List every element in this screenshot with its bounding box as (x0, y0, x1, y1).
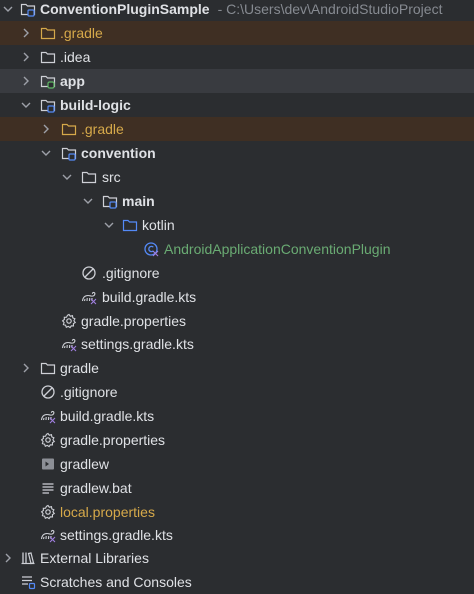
chevron-down-icon[interactable] (18, 93, 34, 117)
tree-label: settings.gradle.kts (60, 527, 173, 543)
terminal-icon (40, 456, 56, 472)
root-project-label: ConventionPluginSample - C:\Users\dev\And… (40, 0, 442, 21)
chevron-down-icon[interactable] (59, 165, 75, 189)
tree-row-plugin-class[interactable]: AndroidApplicationConventionPlugin (0, 237, 474, 261)
tree-row-convention-build-gradle[interactable]: build.gradle.kts (0, 285, 474, 309)
tree-row-build-logic-settings-gradle[interactable]: settings.gradle.kts (0, 332, 474, 356)
tree-row-root-project[interactable]: ConventionPluginSample - C:\Users\dev\And… (0, 0, 474, 21)
tree-label: local.properties (60, 504, 155, 520)
tree-row-gradlew-bat[interactable]: gradlew.bat (0, 476, 474, 500)
gear-icon (61, 313, 77, 329)
tree-row-convention[interactable]: convention (0, 141, 474, 165)
tree-label: .gitignore (102, 265, 160, 281)
tree-label: settings.gradle.kts (81, 336, 194, 352)
root-project-name: ConventionPluginSample (40, 1, 210, 17)
tree-row-root-settings-gradle[interactable]: settings.gradle.kts (0, 523, 474, 547)
module-folder-icon (40, 97, 56, 113)
tree-row-build-logic-gradle-properties[interactable]: gradle.properties (0, 309, 474, 333)
tree-label: Scratches and Consoles (40, 574, 192, 590)
text-file-icon (40, 480, 56, 496)
module-folder-icon (61, 145, 77, 161)
android-module-icon (40, 73, 56, 89)
chevron-down-icon[interactable] (38, 141, 54, 165)
gradle-icon (81, 289, 97, 305)
excluded-folder-icon (61, 121, 77, 137)
tree-row-app[interactable]: app (0, 69, 474, 93)
tree-row-root-gitignore[interactable]: .gitignore (0, 380, 474, 404)
tree-row-main[interactable]: main (0, 189, 474, 213)
chevron-right-icon[interactable] (38, 117, 54, 141)
gradle-icon (40, 527, 56, 543)
root-project-path: - C:\Users\dev\AndroidStudioProject (217, 1, 443, 17)
tree-row-gradle-folder[interactable]: gradle (0, 356, 474, 380)
chevron-right-icon[interactable] (0, 546, 16, 570)
tree-label: build-logic (60, 97, 131, 113)
gitignore-icon (81, 265, 97, 281)
tree-label: gradlew (60, 456, 110, 472)
tree-row-convention-gitignore[interactable]: .gitignore (0, 261, 474, 285)
chevron-down-icon[interactable] (0, 0, 16, 21)
libraries-icon (20, 550, 36, 566)
tree-row-src[interactable]: src (0, 165, 474, 189)
source-folder-icon (122, 217, 138, 233)
tree-label: convention (81, 145, 156, 161)
tree-label: gradle.properties (60, 432, 166, 448)
gitignore-icon (40, 384, 56, 400)
excluded-folder-icon (40, 25, 56, 41)
folder-icon (40, 49, 56, 65)
gear-icon (40, 432, 56, 448)
gradle-icon (61, 336, 77, 352)
tree-row-external-libraries[interactable]: External Libraries (0, 546, 474, 570)
tree-label: .gitignore (60, 384, 118, 400)
tree-label: gradle.properties (81, 313, 187, 329)
chevron-right-icon[interactable] (18, 21, 34, 45)
tree-label: src (102, 169, 121, 185)
module-folder-icon (20, 1, 36, 17)
tree-row-local-properties[interactable]: local.properties (0, 500, 474, 524)
tree-row-scratches[interactable]: Scratches and Consoles (0, 570, 474, 594)
chevron-down-icon[interactable] (80, 189, 96, 213)
tree-label: build.gradle.kts (102, 289, 197, 305)
tree-label: gradle (60, 360, 99, 376)
tree-row-root-build-gradle[interactable]: build.gradle.kts (0, 404, 474, 428)
chevron-right-icon[interactable] (18, 356, 34, 380)
tree-label: gradlew.bat (60, 480, 132, 496)
folder-icon (40, 360, 56, 376)
tree-row-root-gradle-properties[interactable]: gradle.properties (0, 428, 474, 452)
tree-label: .gradle (81, 121, 124, 137)
scratches-icon (20, 574, 36, 590)
tree-label: AndroidApplicationConventionPlugin (164, 241, 391, 257)
tree-row-build-logic-gradle-cache[interactable]: .gradle (0, 117, 474, 141)
gear-icon (40, 504, 56, 520)
kotlin-class-icon (143, 241, 159, 257)
tree-row-gradle-cache[interactable]: .gradle (0, 21, 474, 45)
tree-row-gradlew[interactable]: gradlew (0, 452, 474, 476)
tree-row-kotlin[interactable]: kotlin (0, 213, 474, 237)
tree-label: build.gradle.kts (60, 408, 155, 424)
chevron-right-icon[interactable] (18, 69, 34, 93)
tree-label: app (60, 73, 85, 89)
tree-label: .idea (60, 49, 91, 65)
gradle-icon (40, 408, 56, 424)
tree-row-idea[interactable]: .idea (0, 45, 474, 69)
module-folder-icon (102, 193, 118, 209)
tree-label: main (122, 193, 155, 209)
folder-icon (81, 169, 97, 185)
tree-row-build-logic[interactable]: build-logic (0, 93, 474, 117)
tree-label: .gradle (60, 25, 103, 41)
chevron-right-icon[interactable] (18, 45, 34, 69)
tree-label: External Libraries (40, 550, 149, 566)
tree-label: kotlin (142, 217, 175, 233)
chevron-down-icon[interactable] (101, 213, 117, 237)
